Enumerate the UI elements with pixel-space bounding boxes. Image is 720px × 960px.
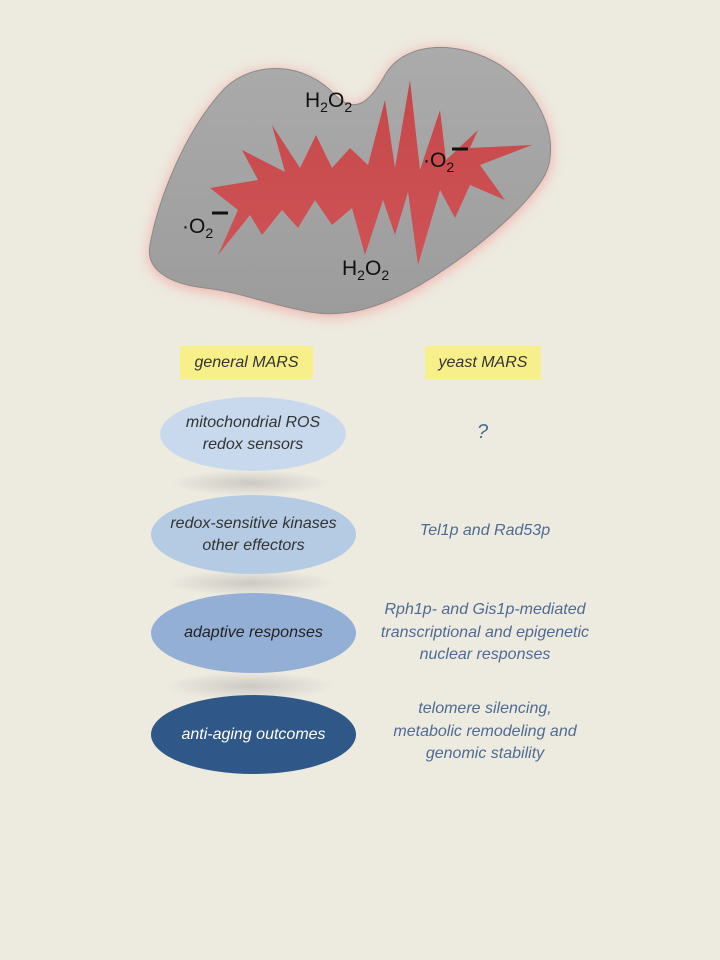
mitochondrion-illustration: H2O2 H2O2 ·O2 ·O2 <box>148 46 552 316</box>
ellipse-4-line-1: anti-aging outcomes <box>181 725 326 743</box>
yeast-step-2-line-1: Tel1p and Rad53p <box>419 522 551 539</box>
yeast-step-4: telomere silencing, metabolic remodeling… <box>360 698 610 766</box>
ellipse-reflection-1 <box>170 470 330 496</box>
ellipse-2-line-2: other effectors <box>202 536 305 554</box>
ellipse-3-line-1: adaptive responses <box>184 624 323 641</box>
ellipse-adaptive-responses: adaptive responses <box>151 593 356 673</box>
yeast-step-3-line-3: nuclear responses <box>419 646 551 663</box>
header-general-mars-text: general MARS <box>194 353 299 371</box>
yeast-step-4-line-1: telomere silencing, <box>418 700 552 717</box>
ellipse-1-line-1: mitochondrial ROS <box>185 414 321 431</box>
yeast-step-2: Tel1p and Rad53p <box>385 520 585 543</box>
yeast-step-1: ? <box>400 421 565 444</box>
ellipse-1-line-2: redox sensors <box>202 436 304 453</box>
svg-text:·O2: ·O2 <box>182 215 213 241</box>
header-general-mars: general MARS <box>180 346 313 379</box>
yeast-step-1-line-1: ? <box>476 421 489 443</box>
h2o2-label-bottom: H2O2 <box>342 257 389 283</box>
h2o2-label-top: H2O2 <box>305 89 352 115</box>
ellipse-mitochondrial-ros: mitochondrial ROS redox sensors <box>160 397 346 471</box>
ellipse-redox-kinases: redox-sensitive kinases other effectors <box>151 495 356 574</box>
ellipse-anti-aging-outcomes: anti-aging outcomes <box>151 695 356 774</box>
yeast-step-3: Rph1p- and Gis1p-mediated transcriptiona… <box>360 599 610 667</box>
header-yeast-mars: yeast MARS <box>425 346 541 379</box>
ellipse-reflection-2 <box>165 570 335 596</box>
svg-text:·O2: ·O2 <box>423 149 454 175</box>
yeast-step-3-line-1: Rph1p- and Gis1p-mediated <box>384 601 586 618</box>
yeast-step-3-line-2: transcriptional and epigenetic <box>380 623 590 641</box>
ellipse-2-line-1: redox-sensitive kinases <box>170 514 337 532</box>
superoxide-label-left: ·O2 <box>182 211 228 241</box>
header-yeast-mars-text: yeast MARS <box>438 353 528 371</box>
superoxide-label-right: ·O2 <box>423 147 468 175</box>
mitochondrion-cristae <box>210 80 532 265</box>
yeast-step-4-line-3: genomic stability <box>425 745 545 762</box>
yeast-step-4-line-2: metabolic remodeling and <box>393 722 577 740</box>
